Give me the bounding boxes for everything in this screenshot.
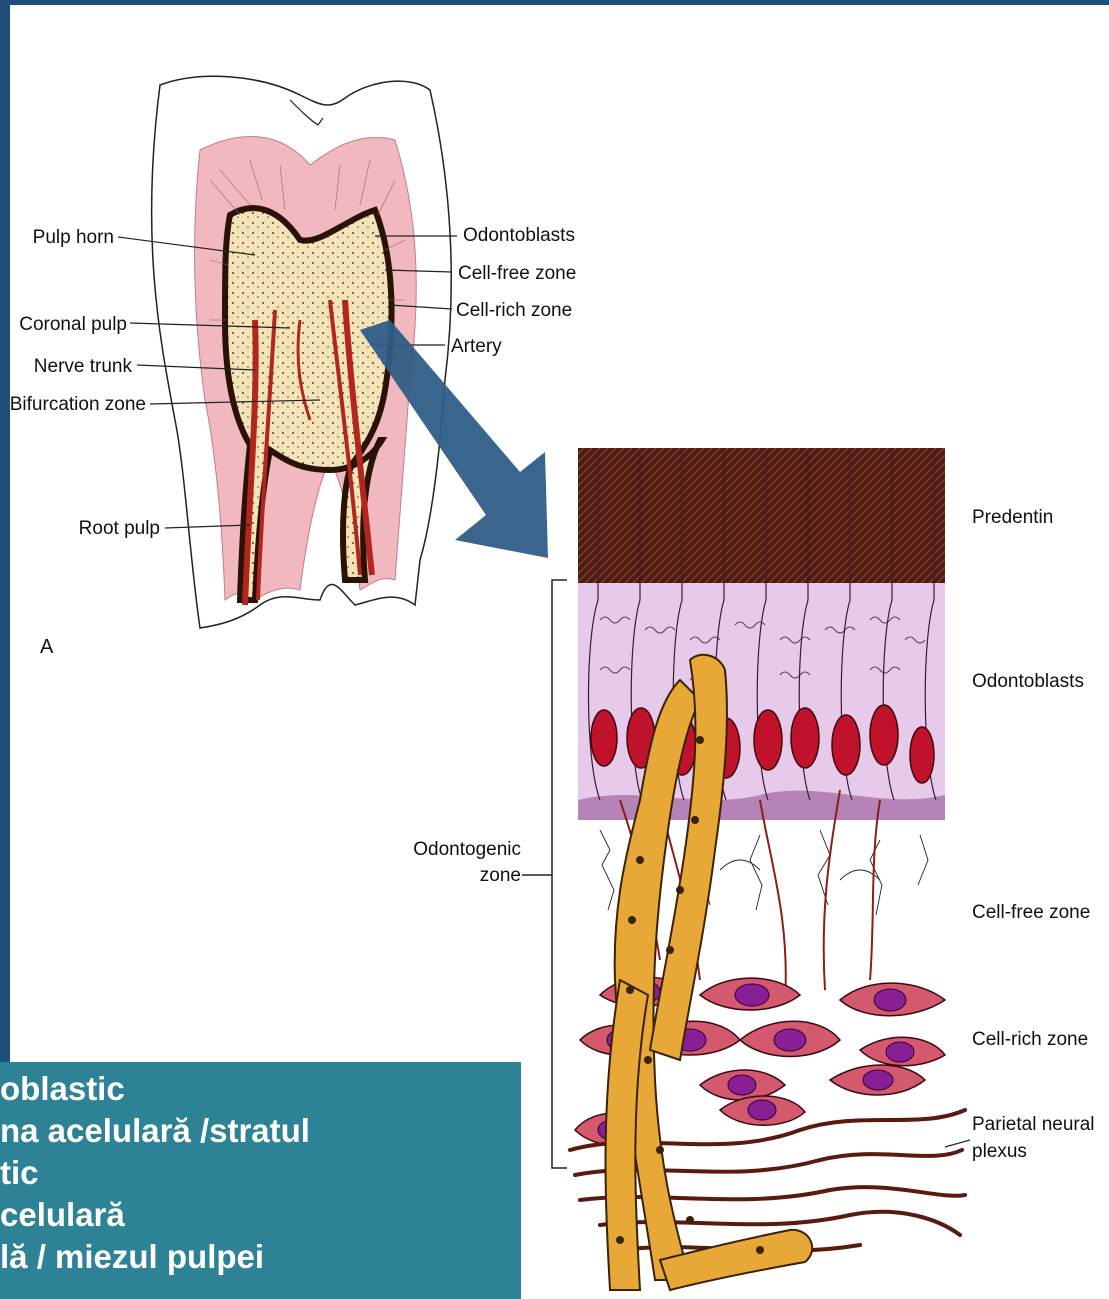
caption-line-5: lă / miezul pulpei <box>0 1240 264 1273</box>
label-artery: Artery <box>451 337 502 356</box>
caption-line-2: na acelulară /stratul <box>0 1114 310 1147</box>
label-cell-free-zone-detail: Cell-free zone <box>972 903 1090 922</box>
label-pulp-horn: Pulp horn <box>0 228 114 247</box>
odontogenic-bracket <box>552 580 567 1168</box>
label-nerve-trunk: Nerve trunk <box>0 357 132 376</box>
label-cell-rich-zone-detail: Cell-rich zone <box>972 1030 1088 1049</box>
caption-box: oblastic na acelulară /stratul tic celul… <box>0 1062 521 1299</box>
label-bifurcation-zone: Bifurcation zone <box>0 395 146 414</box>
label-odontoblasts-tooth: Odontoblasts <box>463 226 575 245</box>
label-parietal-plexus-line2: plexus <box>972 1142 1027 1161</box>
label-parietal-plexus-line1: Parietal neural <box>972 1115 1095 1134</box>
label-coronal-pulp: Coronal pulp <box>0 315 127 334</box>
predentin-layer <box>578 448 945 583</box>
label-odontogenic-zone-line2: zone <box>400 866 521 885</box>
label-odontogenic-zone-line1: Odontogenic <box>400 840 521 859</box>
label-root-pulp: Root pulp <box>0 519 160 538</box>
caption-line-4: celulară <box>0 1198 125 1231</box>
label-odontoblasts-detail: Odontoblasts <box>972 672 1084 691</box>
caption-line-1: oblastic <box>0 1072 125 1105</box>
label-cell-free-zone-tooth: Cell-free zone <box>458 264 576 283</box>
label-cell-rich-zone-tooth: Cell-rich zone <box>456 301 572 320</box>
caption-line-3: tic <box>0 1156 39 1189</box>
label-predentin: Predentin <box>972 508 1053 527</box>
pulp-detail-illustration <box>522 448 970 1290</box>
figure-letter: A <box>40 636 53 659</box>
